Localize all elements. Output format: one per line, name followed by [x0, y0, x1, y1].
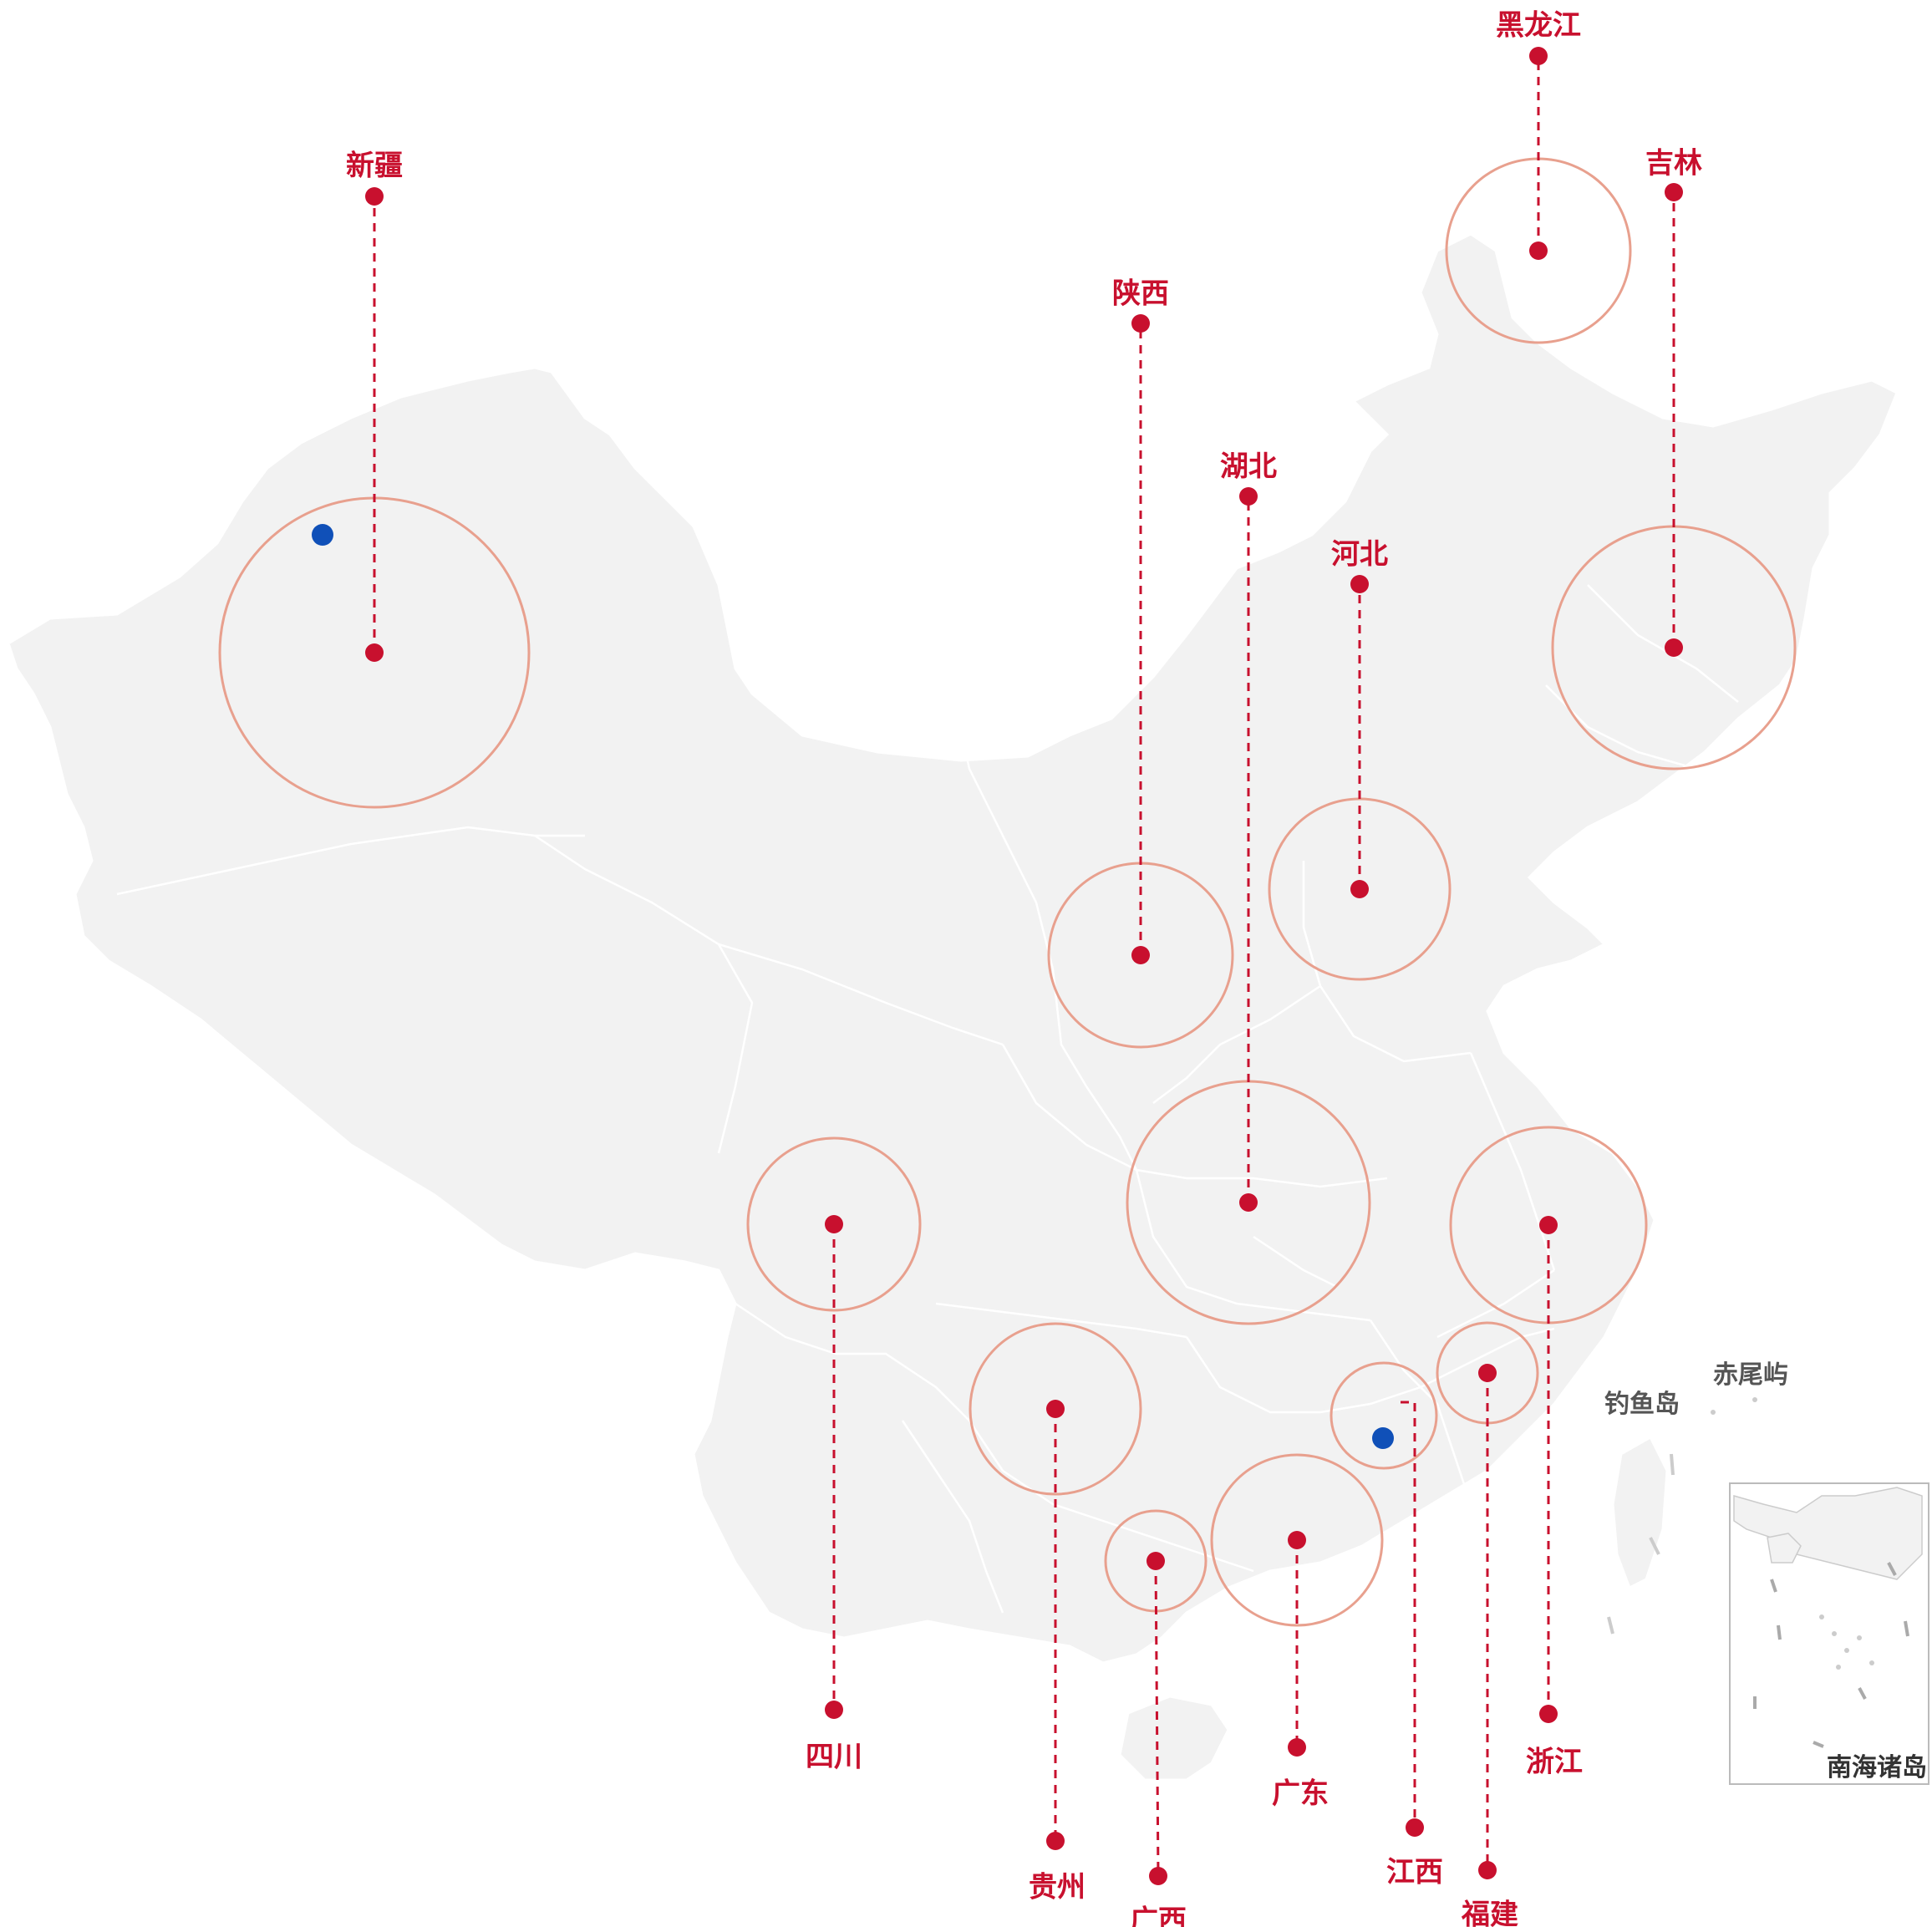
province-label-shaanxi[interactable]: 陕西	[1112, 277, 1169, 311]
province-label-hebei[interactable]: 河北	[1331, 538, 1388, 572]
diaoyu-island-label: 钓鱼岛	[1604, 1390, 1680, 1419]
province-label-jilin[interactable]: 吉林	[1645, 147, 1702, 180]
province-label-zhejiang[interactable]: 浙江	[1526, 1746, 1583, 1779]
label-dot-shaanxi[interactable]	[1131, 314, 1150, 333]
leader-line-jiangxi	[1401, 1401, 1416, 1828]
range-ring-guangdong	[1210, 1453, 1384, 1627]
province-label-jiangxi[interactable]: 江西	[1386, 1856, 1443, 1889]
label-dot-fujian[interactable]	[1478, 1861, 1497, 1879]
province-marker-shaanxi[interactable]	[1131, 946, 1150, 964]
province-label-fujian[interactable]: 福建	[1461, 1899, 1518, 1927]
range-ring-guizhou	[969, 1322, 1142, 1496]
label-dot-jilin[interactable]	[1665, 183, 1683, 201]
label-dot-sichuan[interactable]	[825, 1701, 843, 1719]
label-dot-hebei[interactable]	[1350, 575, 1369, 593]
province-label-guangxi[interactable]: 广西	[1130, 1904, 1187, 1927]
leader-lines	[373, 56, 1675, 1877]
province-marker-guangdong[interactable]	[1288, 1531, 1306, 1549]
province-label-sichuan[interactable]: 四川	[806, 1741, 862, 1774]
label-dot-jiangxi[interactable]	[1406, 1818, 1424, 1837]
province-borders	[116, 584, 1739, 1614]
province-marker-xinjiang[interactable]	[365, 643, 384, 662]
china-landmass	[7, 232, 1899, 1665]
province-markers	[365, 47, 1683, 1885]
inset-label: 南海诸岛	[1827, 1753, 1927, 1782]
province-marker-sichuan[interactable]	[825, 1215, 843, 1233]
province-marker-guangxi[interactable]	[1146, 1552, 1165, 1570]
label-dot-guangdong[interactable]	[1288, 1738, 1306, 1757]
label-dot-hubei[interactable]	[1239, 487, 1258, 506]
secondary-marker-west[interactable]	[312, 524, 333, 546]
south-china-sea-inset: 南海诸岛	[1729, 1482, 1929, 1785]
label-dot-zhejiang[interactable]	[1539, 1705, 1558, 1723]
label-dot-guangxi[interactable]	[1149, 1867, 1167, 1885]
leader-line-guangxi	[1154, 1560, 1160, 1877]
province-marker-hebei[interactable]	[1350, 880, 1369, 898]
province-marker-jilin[interactable]	[1665, 638, 1683, 657]
province-label-guizhou[interactable]: 贵州	[1029, 1871, 1085, 1904]
range-ring-jiangxi	[1330, 1361, 1438, 1470]
province-marker-heilongjiang[interactable]	[1529, 242, 1548, 260]
hainan-island	[1118, 1695, 1230, 1782]
province-marker-hubei[interactable]	[1239, 1193, 1258, 1212]
island-dashes	[1607, 1453, 1675, 1635]
province-label-heilongjiang[interactable]: 黑龙江	[1496, 9, 1581, 43]
label-dot-xinjiang[interactable]	[365, 187, 384, 206]
range-ring-sichuan	[746, 1136, 922, 1312]
province-marker-fujian[interactable]	[1478, 1364, 1497, 1382]
label-dot-guizhou[interactable]	[1046, 1832, 1065, 1850]
province-label-xinjiang[interactable]: 新疆	[346, 150, 403, 183]
province-label-hubei[interactable]: 湖北	[1220, 450, 1277, 484]
chiwei-island-label: 赤尾屿	[1713, 1360, 1788, 1390]
secondary-marker-south[interactable]	[1372, 1427, 1394, 1449]
label-dot-heilongjiang[interactable]	[1529, 47, 1548, 65]
province-marker-zhejiang[interactable]	[1539, 1216, 1558, 1234]
province-marker-guizhou[interactable]	[1046, 1400, 1065, 1418]
taiwan-island	[1611, 1435, 1669, 1590]
province-label-guangdong[interactable]: 广东	[1272, 1777, 1329, 1811]
